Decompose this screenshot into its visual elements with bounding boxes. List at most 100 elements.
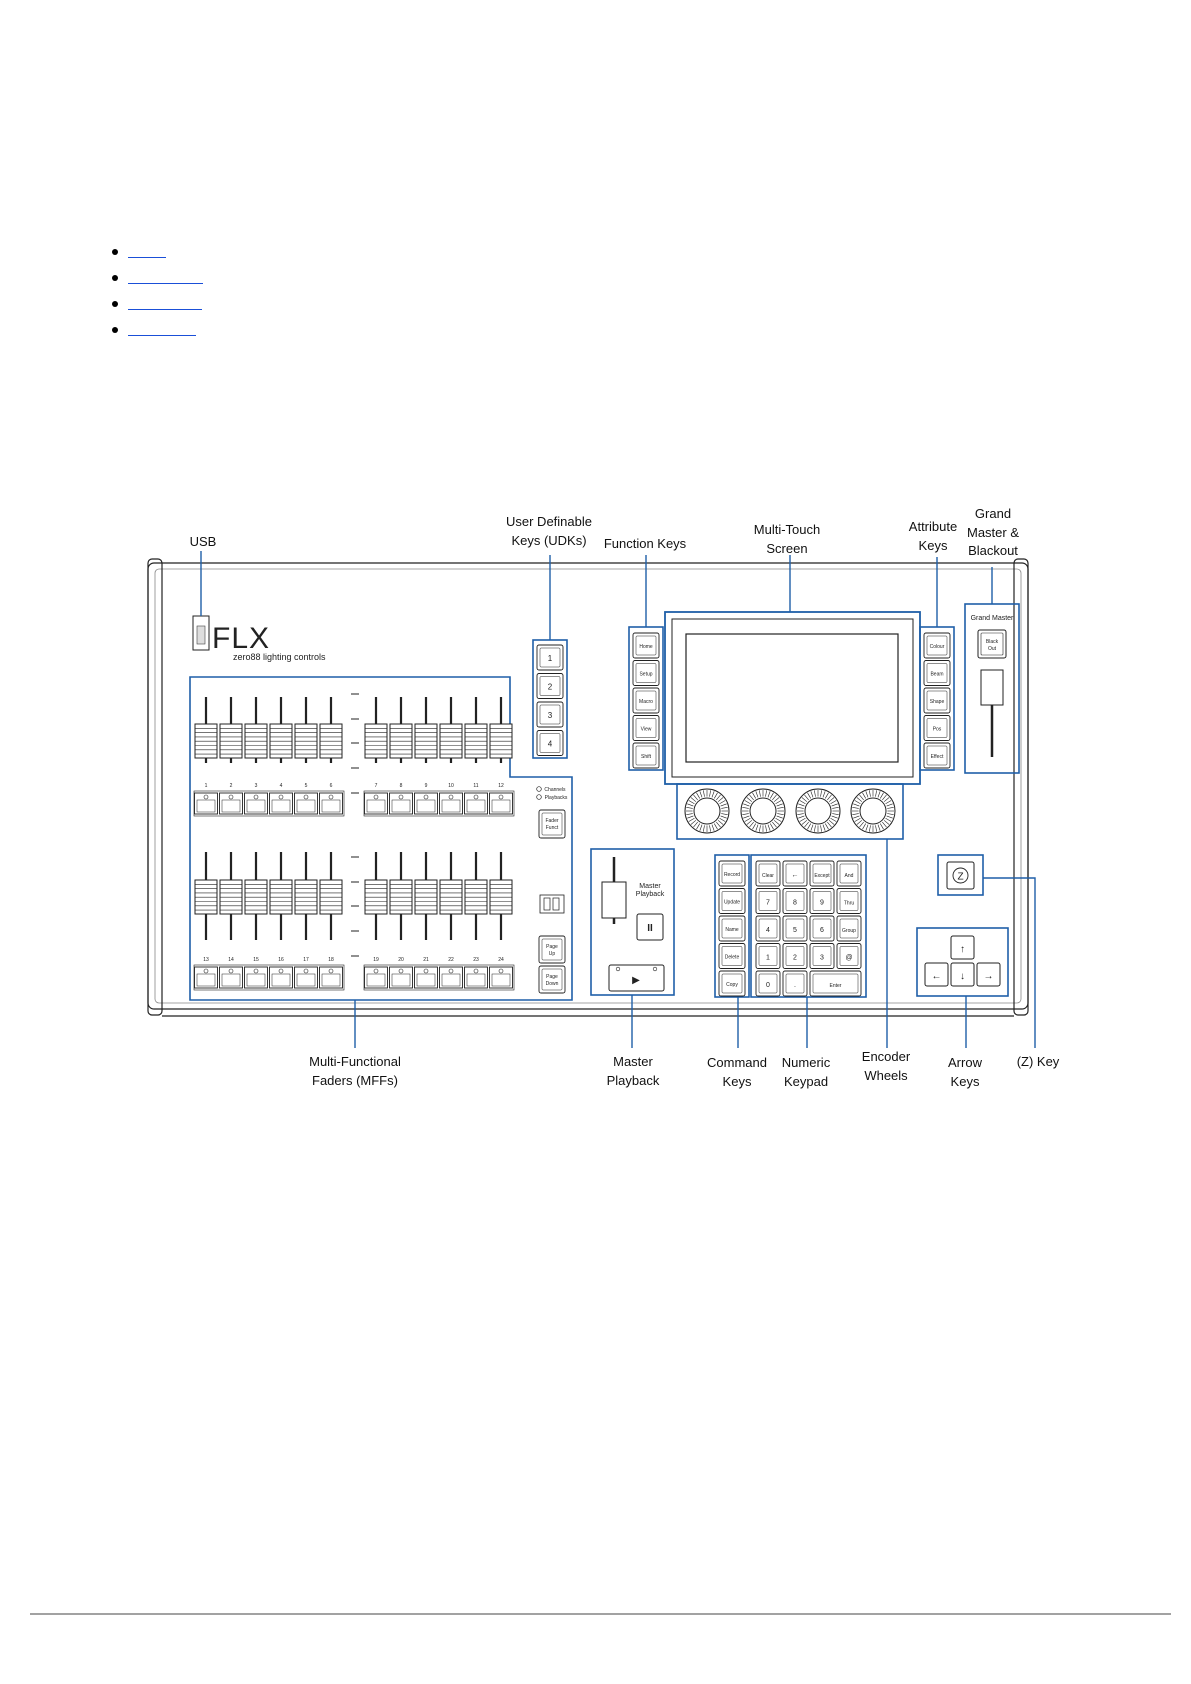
fader-button[interactable] <box>219 792 243 815</box>
arrow-down-key[interactable] <box>950 962 975 987</box>
command-key-copy[interactable] <box>718 970 746 997</box>
go-button[interactable] <box>608 964 665 992</box>
udk-button-2[interactable] <box>536 673 564 699</box>
fader[interactable] <box>364 697 388 763</box>
fader-button[interactable] <box>439 792 463 815</box>
keypad-key[interactable] <box>755 943 781 969</box>
link-underline[interactable] <box>128 257 166 258</box>
command-key-record[interactable] <box>718 860 746 887</box>
page-up-button[interactable] <box>538 935 566 964</box>
keypad-key[interactable] <box>809 915 835 942</box>
fader[interactable] <box>194 697 218 763</box>
fader-funct-button[interactable] <box>538 809 566 839</box>
attribute-key-colour[interactable] <box>923 632 951 659</box>
keypad-key[interactable] <box>755 970 781 997</box>
fader-button[interactable] <box>294 966 318 989</box>
keypad-key[interactable] <box>782 943 808 969</box>
fader-button[interactable] <box>194 792 218 815</box>
fader-button[interactable] <box>319 792 343 815</box>
fader[interactable] <box>269 852 293 940</box>
link-underline[interactable] <box>128 283 203 284</box>
page-down-button[interactable] <box>538 965 566 994</box>
fader-button[interactable] <box>389 966 413 989</box>
attribute-key-shape[interactable] <box>923 687 951 714</box>
fader-button[interactable] <box>364 792 388 815</box>
fader[interactable] <box>219 697 243 763</box>
fader-button[interactable] <box>319 966 343 989</box>
fader[interactable] <box>294 697 318 763</box>
fader-button[interactable] <box>364 966 388 989</box>
function-key-setup[interactable] <box>632 660 660 686</box>
keypad-key[interactable] <box>836 860 862 887</box>
keypad-key[interactable] <box>782 970 808 997</box>
touch-screen[interactable] <box>664 611 921 785</box>
link-underline[interactable] <box>128 335 196 336</box>
fader[interactable] <box>414 697 438 763</box>
fader[interactable] <box>269 697 293 763</box>
fader[interactable] <box>194 852 218 940</box>
keypad-key[interactable] <box>782 860 808 887</box>
fader[interactable] <box>219 852 243 940</box>
fader-button[interactable] <box>389 792 413 815</box>
function-key-shift[interactable] <box>632 742 660 769</box>
keypad-key[interactable] <box>782 888 808 914</box>
fader[interactable] <box>319 852 343 940</box>
fader-button[interactable] <box>464 792 488 815</box>
keypad-key[interactable] <box>755 915 781 942</box>
fader-button[interactable] <box>244 966 268 989</box>
keypad-key[interactable] <box>836 888 862 914</box>
command-key-update[interactable] <box>718 888 746 914</box>
keypad-key[interactable] <box>782 915 808 942</box>
fader[interactable] <box>489 697 513 763</box>
pause-button[interactable] <box>636 913 664 941</box>
fader[interactable] <box>364 852 388 940</box>
fader[interactable] <box>389 697 413 763</box>
arrow-left-key[interactable] <box>924 962 949 987</box>
function-key-macro[interactable] <box>632 687 660 714</box>
z-key[interactable] <box>946 861 975 890</box>
fader[interactable] <box>319 697 343 763</box>
keypad-key[interactable] <box>809 970 862 997</box>
encoder-wheel[interactable] <box>684 788 730 834</box>
encoder-wheel[interactable] <box>850 788 896 834</box>
fader[interactable] <box>244 697 268 763</box>
fader-button[interactable] <box>294 792 318 815</box>
attribute-key-beam[interactable] <box>923 660 951 686</box>
fader-button[interactable] <box>244 792 268 815</box>
fader[interactable] <box>489 852 513 940</box>
keypad-key[interactable] <box>809 943 835 969</box>
udk-button-3[interactable] <box>536 701 564 728</box>
keypad-key[interactable] <box>809 888 835 914</box>
keypad-key[interactable] <box>836 915 862 942</box>
attribute-key-effect[interactable] <box>923 742 951 769</box>
command-key-name[interactable] <box>718 915 746 942</box>
fader[interactable] <box>294 852 318 940</box>
grand-master-fader[interactable] <box>980 669 1004 706</box>
function-key-view[interactable] <box>632 715 660 741</box>
fader-button[interactable] <box>414 792 438 815</box>
keypad-key[interactable] <box>755 888 781 914</box>
fader[interactable] <box>414 852 438 940</box>
command-key-delete[interactable] <box>718 943 746 969</box>
udk-button-1[interactable] <box>536 644 564 671</box>
keypad-key[interactable] <box>836 943 862 969</box>
encoder-wheel[interactable] <box>795 788 841 834</box>
attribute-key-pos[interactable] <box>923 715 951 741</box>
fader[interactable] <box>389 852 413 940</box>
keypad-key[interactable] <box>755 860 781 887</box>
link-underline[interactable] <box>128 309 202 310</box>
fader-button[interactable] <box>414 966 438 989</box>
fader-button[interactable] <box>439 966 463 989</box>
keypad-key[interactable] <box>809 860 835 887</box>
fader-button[interactable] <box>489 792 513 815</box>
fader[interactable] <box>464 852 488 940</box>
fader-button[interactable] <box>489 966 513 989</box>
encoder-wheel[interactable] <box>740 788 786 834</box>
function-key-home[interactable] <box>632 632 660 659</box>
fader-button[interactable] <box>269 792 293 815</box>
fader-button[interactable] <box>269 966 293 989</box>
udk-button-4[interactable] <box>536 730 564 756</box>
fader[interactable] <box>439 697 463 763</box>
fader-button[interactable] <box>219 966 243 989</box>
arrow-right-key[interactable] <box>976 962 1001 987</box>
